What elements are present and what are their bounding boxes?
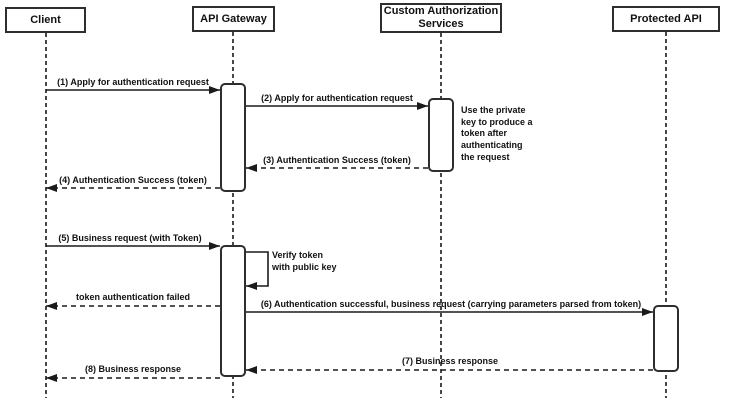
participant-custom-auth-services-label: Custom Authorization Services: [383, 5, 499, 30]
arrow-self-verify-token: [246, 251, 269, 290]
label-msg-4: (4) Authentication Success (token): [59, 175, 207, 185]
label-msg-5: (5) Business request (with Token): [58, 233, 202, 243]
label-msg-2: (2) Apply for authentication request: [261, 93, 413, 103]
note-verify-token: Verify token with public key: [272, 250, 337, 272]
participant-client-label: Client: [30, 13, 61, 26]
label-msg-3: (3) Authentication Success (token): [263, 155, 411, 165]
label-msg-6: (6) Authentication successful, business …: [260, 299, 642, 309]
activation-api-gateway-2: [220, 245, 246, 377]
participant-client: Client: [5, 7, 86, 33]
participant-protected-api: Protected API: [612, 6, 720, 32]
activation-protected-api: [653, 305, 679, 372]
note-private-key: Use the private key to produce a token a…: [461, 105, 533, 162]
activation-api-gateway-1: [220, 83, 246, 192]
label-msg-7: (7) Business response: [401, 356, 499, 366]
participant-custom-auth-services: Custom Authorization Services: [380, 3, 502, 33]
participant-api-gateway-label: API Gateway: [200, 12, 267, 25]
participant-api-gateway: API Gateway: [192, 6, 275, 32]
participant-protected-api-label: Protected API: [630, 12, 702, 25]
label-msg-8: (8) Business response: [84, 364, 182, 374]
activation-custom-auth-services: [428, 98, 454, 172]
label-msg-token-failed: token authentication failed: [75, 292, 191, 302]
label-msg-1: (1) Apply for authentication request: [57, 77, 209, 87]
